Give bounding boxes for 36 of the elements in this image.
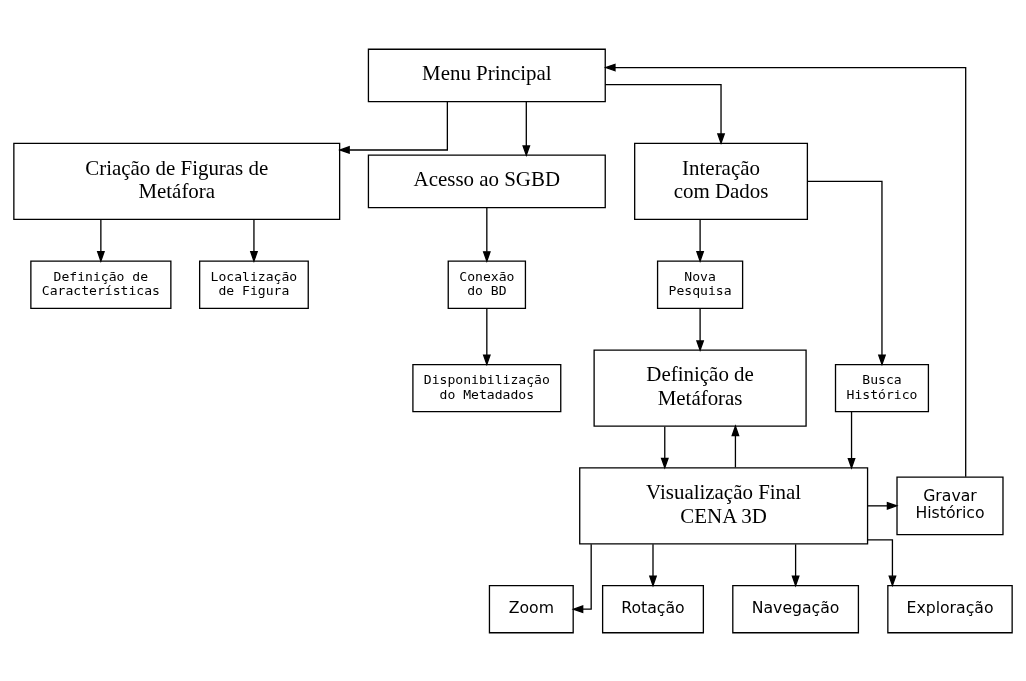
arrow xyxy=(571,543,592,613)
node-box: Busca Histórico xyxy=(834,363,930,412)
node-box: Nova Pesquisa xyxy=(656,260,744,309)
arrow xyxy=(648,543,658,587)
arrow xyxy=(522,100,531,157)
node-box: Definição de Características xyxy=(30,260,172,309)
node-box: Gravar Histórico xyxy=(896,475,1004,535)
arrow xyxy=(603,62,967,477)
arrow xyxy=(791,543,800,587)
arrow xyxy=(482,307,491,366)
arrow xyxy=(96,218,105,263)
node-box: Interação com Dados xyxy=(634,142,809,220)
arrow xyxy=(482,206,491,263)
node-box: Menu Principal xyxy=(367,48,606,102)
node-box: Definição de Metáforas xyxy=(593,349,807,427)
node-box: Disponibilização do Metadados xyxy=(412,363,562,412)
node-box: Rotação xyxy=(601,584,705,633)
node-box: Visualização Final CENA 3D xyxy=(579,466,869,544)
arrow xyxy=(249,218,259,263)
arrow xyxy=(866,501,899,510)
arrow xyxy=(338,100,448,154)
arrow xyxy=(731,423,740,468)
node-box: Zoom xyxy=(488,584,574,633)
node-box: Navegação xyxy=(732,584,860,633)
arrow xyxy=(660,425,669,470)
arrow xyxy=(847,410,856,470)
node-box: Acesso ao SGBD xyxy=(367,154,606,208)
arrow xyxy=(695,307,705,352)
arrow xyxy=(867,538,897,587)
arrow xyxy=(806,180,887,366)
arrow xyxy=(695,218,705,263)
node-box: Conexão do BD xyxy=(447,260,527,309)
node-box: Criação de Figuras de Metáfora xyxy=(13,142,341,220)
node-box: Exploração xyxy=(887,584,1013,633)
arrow xyxy=(604,83,726,145)
node-box: Localização de Figura xyxy=(199,260,309,309)
